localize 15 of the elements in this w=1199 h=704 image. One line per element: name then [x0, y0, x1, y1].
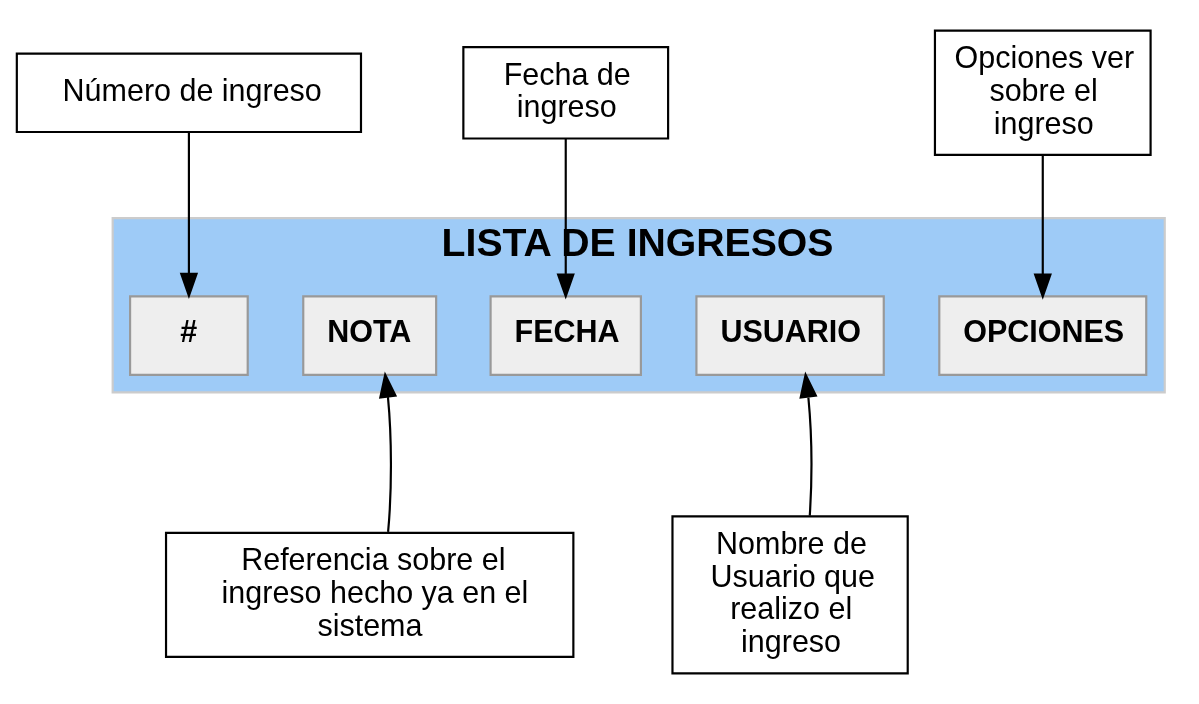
- node-box: Nombre de Usuario que realizo el ingreso: [671, 515, 909, 675]
- arrow: [799, 371, 818, 516]
- arrow: [179, 132, 199, 299]
- node-box: OPCIONES: [938, 295, 1148, 376]
- node-box: Referencia sobre el ingreso hecho ya en el sistema: [164, 531, 575, 659]
- node-box: #: [129, 295, 249, 376]
- node-box: USUARIO: [695, 295, 885, 376]
- arrow: [556, 138, 575, 300]
- arrow: [378, 371, 398, 532]
- node-box: Opciones ver sobre el ingreso: [933, 29, 1152, 156]
- node-box: Número de ingreso: [15, 52, 363, 134]
- arrow: [1033, 155, 1052, 300]
- node-box: FECHA: [489, 295, 642, 376]
- node-box: Fecha de ingreso: [462, 45, 670, 140]
- node-box: NOTA: [302, 295, 438, 376]
